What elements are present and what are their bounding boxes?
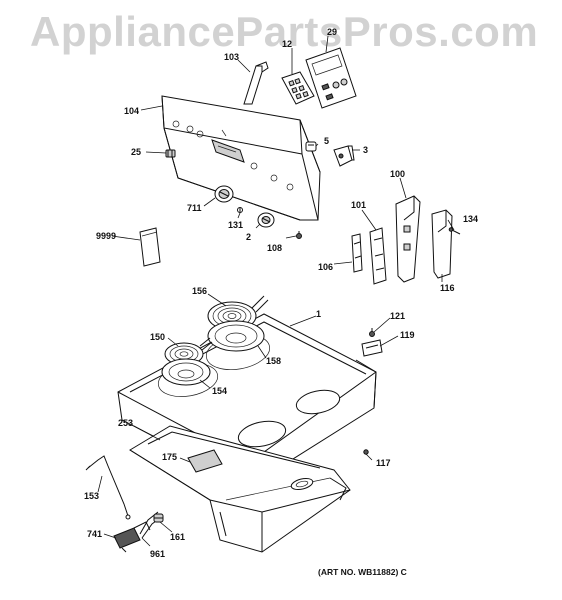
part-101-bracket[interactable] xyxy=(369,227,387,285)
part-2-knob[interactable] xyxy=(257,212,275,228)
part-116-end-cap[interactable] xyxy=(431,209,453,279)
part-9999-manual[interactable] xyxy=(139,227,161,267)
callout-175: 175 xyxy=(162,452,177,462)
callout-labels: 103 12 29 104 5 3 25 100 101 134 711 131… xyxy=(84,27,478,559)
callout-961: 961 xyxy=(150,549,165,559)
watermark-text: AppliancePartsPros.com xyxy=(30,8,539,55)
part-121-screw[interactable] xyxy=(369,328,375,337)
callout-253: 253 xyxy=(118,418,133,428)
callout-156: 156 xyxy=(192,286,207,296)
part-711-knob[interactable] xyxy=(214,185,234,203)
callout-3: 3 xyxy=(363,145,368,155)
callout-134: 134 xyxy=(463,214,478,224)
callout-12: 12 xyxy=(282,39,292,49)
art-number-label: (ART NO. WB11882) C xyxy=(318,567,407,577)
callout-154: 154 xyxy=(212,386,227,396)
callout-101: 101 xyxy=(351,200,366,210)
part-3-infinite-switch[interactable] xyxy=(333,145,355,167)
part-104-control-panel[interactable] xyxy=(161,95,321,221)
part-103-bracket[interactable] xyxy=(243,61,269,105)
callout-116: 116 xyxy=(440,283,455,293)
part-153-wire-rod[interactable] xyxy=(85,455,131,520)
callout-161: 161 xyxy=(170,532,185,542)
leader-lines xyxy=(97,35,455,547)
callout-2: 2 xyxy=(246,232,251,242)
callout-9999: 9999 xyxy=(96,231,116,241)
callout-121: 121 xyxy=(390,311,405,321)
callout-711: 711 xyxy=(187,203,202,213)
part-741-terminal-block[interactable] xyxy=(113,521,151,553)
callout-100: 100 xyxy=(390,169,405,179)
part-134-screw[interactable] xyxy=(448,227,461,235)
callout-119: 119 xyxy=(400,330,415,340)
part-25-grommet[interactable] xyxy=(165,149,176,158)
callout-106: 106 xyxy=(318,262,333,272)
part-12-switch-panel[interactable] xyxy=(281,71,315,105)
part-119-bracket[interactable] xyxy=(361,339,383,357)
callout-131: 131 xyxy=(228,220,243,230)
part-5-knob[interactable] xyxy=(305,141,317,152)
part-161-grommet[interactable] xyxy=(153,513,164,523)
part-106-bracket[interactable] xyxy=(351,233,363,273)
callout-150: 150 xyxy=(150,332,165,342)
part-175-cover-plate[interactable] xyxy=(187,449,223,473)
callout-108: 108 xyxy=(267,243,282,253)
part-108-screw[interactable] xyxy=(296,231,302,239)
callout-158: 158 xyxy=(266,356,281,366)
callout-104: 104 xyxy=(124,106,139,116)
part-29-control-module[interactable] xyxy=(305,47,357,109)
callout-153: 153 xyxy=(84,491,99,501)
part-117-clip[interactable] xyxy=(363,449,369,455)
callout-5: 5 xyxy=(324,136,329,146)
callout-741: 741 xyxy=(87,529,102,539)
callout-103: 103 xyxy=(224,52,239,62)
part-100-side-trim[interactable] xyxy=(395,195,421,283)
part-131-screw[interactable] xyxy=(237,207,243,213)
part-154-drip-bowl[interactable] xyxy=(161,358,211,386)
part-253-burner-box[interactable] xyxy=(129,425,351,553)
part-158-drip-bowl[interactable] xyxy=(207,320,265,352)
callout-29: 29 xyxy=(327,27,337,37)
callout-117: 117 xyxy=(376,458,391,468)
callout-1: 1 xyxy=(316,309,321,319)
callout-25: 25 xyxy=(131,147,141,157)
